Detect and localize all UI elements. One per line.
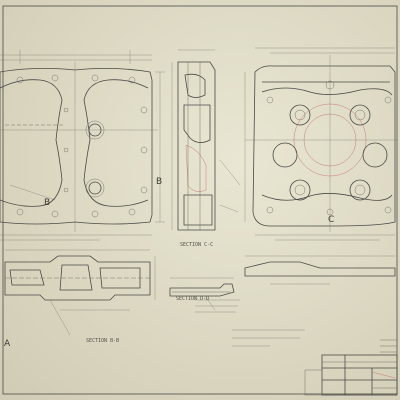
section-bb-label: SECTION B-B bbox=[86, 338, 120, 344]
cylinder-head-plan-view bbox=[0, 50, 165, 241]
side-elevation-view bbox=[244, 255, 396, 285]
section-dd-label: SECTION D-D bbox=[176, 296, 210, 302]
section-marker-b-left: B bbox=[44, 198, 51, 208]
section-cc-label: SECTION C-C bbox=[180, 242, 214, 248]
title-block bbox=[304, 339, 398, 396]
cylinder-plan-right-view bbox=[244, 47, 398, 241]
section-marker-c: C bbox=[328, 215, 335, 225]
section-dd-view bbox=[169, 277, 235, 311]
section-marker-a: A bbox=[4, 339, 11, 349]
sheet-frame bbox=[2, 5, 398, 395]
section-cc-view bbox=[171, 49, 241, 231]
section-marker-b-right: B bbox=[156, 177, 163, 187]
notes-block bbox=[195, 299, 305, 347]
section-bb-view bbox=[4, 249, 156, 336]
